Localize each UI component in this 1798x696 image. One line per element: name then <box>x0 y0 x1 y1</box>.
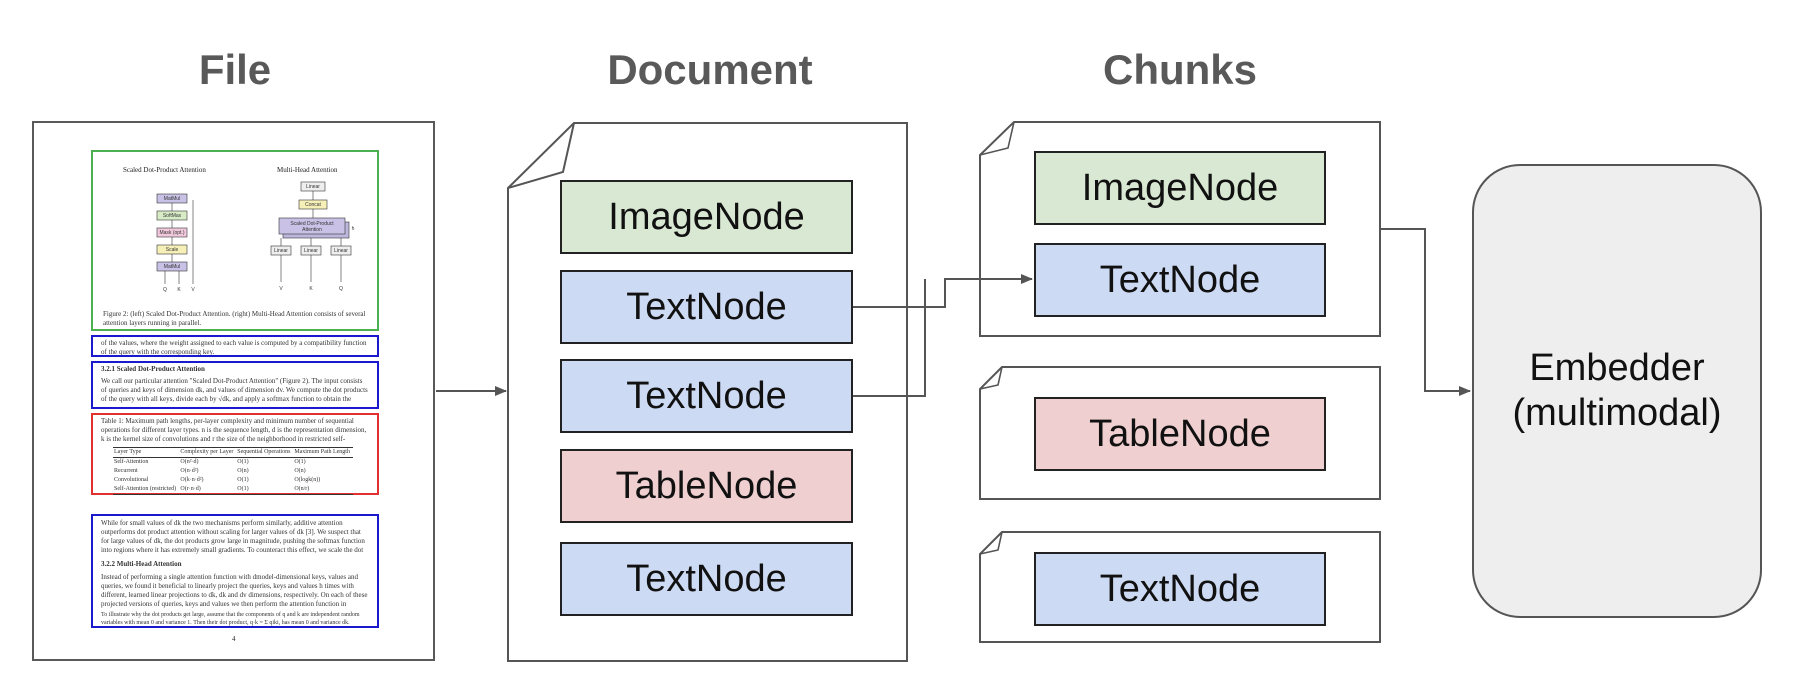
embedder: Embedder (multimodal) <box>1472 164 1762 618</box>
text-region-1: of the values, where the weight assigned… <box>91 335 379 357</box>
figure-caption: Figure 2: (left) Scaled Dot-Product Atte… <box>103 310 366 327</box>
svg-text:V: V <box>191 287 195 293</box>
document-text-node: TextNode <box>560 542 853 616</box>
svg-text:SoftMax: SoftMax <box>163 213 182 219</box>
chunks-title: Chunks <box>1102 46 1257 93</box>
section-2-text: Instead of performing a single attention… <box>101 573 368 608</box>
file-page: Scaled Dot-Product Attention Multi-Head … <box>32 121 435 661</box>
table-cell: O(logk(n)) <box>294 477 321 483</box>
svg-text:Q: Q <box>339 286 343 292</box>
table-cell: O(r·n·d) <box>180 486 201 492</box>
document-text-node: TextNode <box>560 359 853 433</box>
table-cell: O(n/r) <box>294 486 310 492</box>
text-region-1-content: of the values, where the weight assigned… <box>101 339 367 355</box>
chunk-1-image-node: ImageNode <box>1034 151 1326 225</box>
svg-text:Scale: Scale <box>166 247 179 253</box>
chunk-1-text-node: TextNode <box>1034 243 1326 317</box>
svg-text:Attention: Attention <box>302 227 322 233</box>
text-region-3: While for small values of dk the two mec… <box>91 514 379 628</box>
chunk-2-table-node: TableNode <box>1034 397 1326 471</box>
table-cell: O(1) <box>237 477 249 483</box>
table-caption: Table 1: Maximum path lengths, per-layer… <box>101 417 367 443</box>
table-cell: Self-Attention <box>114 459 149 465</box>
svg-text:Linear: Linear <box>306 184 320 190</box>
complexity-table: Layer Type Complexity per Layer Sequenti… <box>113 447 353 495</box>
svg-text:V: V <box>279 286 283 292</box>
embedder-line-2: (multimodal) <box>1512 392 1722 434</box>
multi-head-attention-diagram: Linear Concat Scaled Dot-Product Attenti… <box>270 181 355 292</box>
text-region-3-content: While for small values of dk the two mec… <box>101 519 365 554</box>
table-row: Convolutional O(k·n·d²) O(1) O(logk(n)) <box>113 476 353 485</box>
table-cell: O(1) <box>237 486 249 492</box>
svg-text:Linear: Linear <box>274 248 288 254</box>
file-title: File <box>198 46 272 93</box>
svg-text:Concat: Concat <box>305 202 321 208</box>
svg-text:MatMul: MatMul <box>164 196 180 202</box>
table-header: Layer Type <box>114 449 142 455</box>
embedder-line-1: Embedder <box>1529 347 1705 390</box>
document-title: Document <box>607 46 813 93</box>
document-table-node: TableNode <box>560 449 853 523</box>
table-header: Complexity per Layer <box>180 449 234 455</box>
table-header: Maximum Path Length <box>294 449 350 455</box>
svg-text:K: K <box>309 286 313 292</box>
svg-text:h: h <box>352 226 355 232</box>
table-region: Table 1: Maximum path lengths, per-layer… <box>91 413 379 495</box>
table-cell: O(1) <box>294 459 306 465</box>
table-cell: O(n) <box>237 468 249 474</box>
table-row: Self-Attention O(n²·d) O(1) O(1) <box>113 458 353 468</box>
section-1-title: 3.2.1 Scaled Dot-Product Attention <box>101 365 205 373</box>
svg-text:MatMul: MatMul <box>164 264 180 270</box>
svg-text:Linear: Linear <box>334 248 348 254</box>
table-cell: O(n·d²) <box>180 468 199 474</box>
text-region-2: 3.2.1 Scaled Dot-Product Attention We ca… <box>91 361 379 409</box>
section-1-text: We call our particular attention "Scaled… <box>101 377 368 403</box>
table-cell: Convolutional <box>114 477 149 483</box>
footnote: To illustrate why the dot products get l… <box>101 612 360 626</box>
document-image-node: ImageNode <box>560 180 853 254</box>
table-cell: Self-Attention (restricted) <box>114 486 177 492</box>
figure-right-title: Multi-Head Attention <box>277 166 338 174</box>
scaled-dot-product-diagram: MatMul SoftMax Mask (opt.) Scale MatMul … <box>156 193 195 293</box>
document-text-node: TextNode <box>560 270 853 344</box>
table-header: Sequential Operations <box>237 449 291 455</box>
svg-text:Mask (opt.): Mask (opt.) <box>159 230 184 236</box>
svg-text:Q: Q <box>163 287 167 293</box>
svg-text:Linear: Linear <box>304 248 318 254</box>
table-cell: Recurrent <box>114 468 138 474</box>
table-row: Self-Attention (restricted) O(r·n·d) O(1… <box>113 485 353 495</box>
table-cell: O(n²·d) <box>180 459 199 465</box>
svg-text:Scaled Dot-Product: Scaled Dot-Product <box>290 221 334 227</box>
section-2-title: 3.2.2 Multi-Head Attention <box>101 560 182 568</box>
table-cell: O(k·n·d²) <box>180 477 204 483</box>
svg-text:K: K <box>177 287 181 293</box>
figure-left-title: Scaled Dot-Product Attention <box>123 166 206 174</box>
page-number: 4 <box>232 635 236 643</box>
chunk-3-text-node: TextNode <box>1034 552 1326 626</box>
table-row: Recurrent O(n·d²) O(n) O(n) <box>113 467 353 476</box>
table-cell: O(n) <box>294 468 306 474</box>
figure-region: Scaled Dot-Product Attention Multi-Head … <box>91 150 379 331</box>
table-cell: O(1) <box>237 459 249 465</box>
